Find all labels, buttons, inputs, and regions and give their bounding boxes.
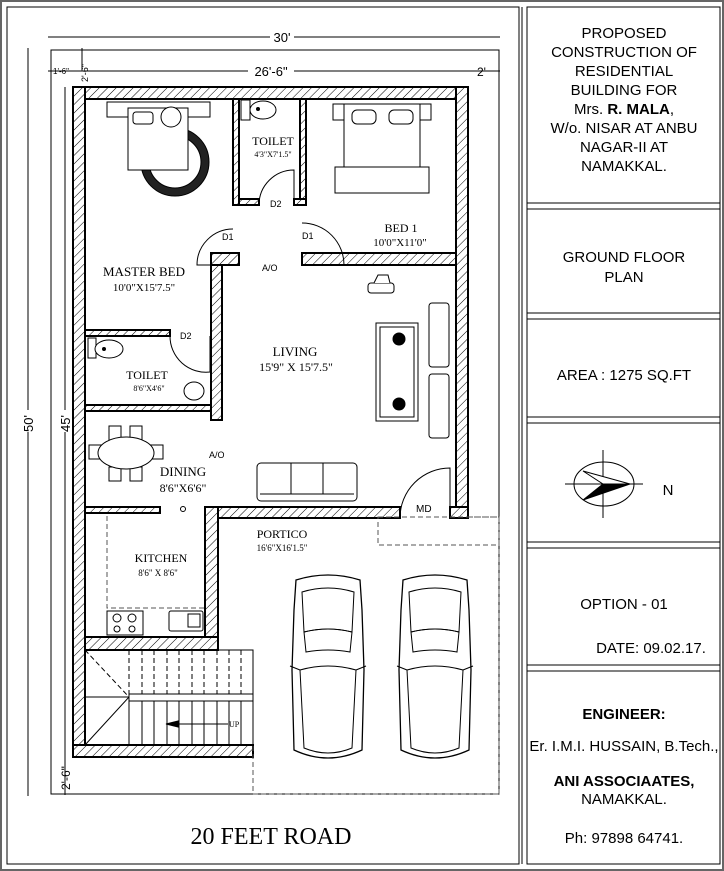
door-label: D2 [270, 199, 282, 209]
plan-title: GROUND FLOOR [563, 249, 686, 266]
firm-name: ANI ASSOCIAATES, [554, 773, 695, 790]
room-name: PORTICO [257, 527, 308, 541]
site-boundary [50, 49, 500, 795]
furniture [87, 99, 450, 636]
owner-line: Mrs. R. MALA, [574, 101, 674, 118]
stair-up-label: UP [229, 720, 240, 729]
side-sofa-icon [428, 302, 450, 439]
car-icon-1 [289, 574, 367, 759]
room-name: MASTER BED [103, 264, 185, 279]
engineer-heading: ENGINEER: [582, 706, 665, 723]
room-size: 15'9" X 15'7.5" [259, 360, 333, 374]
dim-overall-length: 50' [21, 415, 36, 432]
car-icon-2 [396, 574, 474, 759]
option-label: OPTION - 01 [580, 596, 668, 613]
dim-overall-width: 30' [274, 30, 291, 45]
drawing-frame [6, 6, 520, 865]
area-label: AREA : 1275 SQ.FT [557, 367, 691, 384]
room-name: BED 1 [385, 221, 418, 235]
toilet-icon-1 [240, 99, 277, 121]
master-bed-icon [106, 101, 211, 197]
door-labels: D1 D1 D2 D2 A/O A/O MD [180, 199, 432, 515]
north-label: N [663, 482, 674, 499]
sink-icon [168, 610, 204, 632]
dim-bottom-setback: 2'-6" [59, 766, 73, 790]
dim-right-setback: 2' [477, 65, 486, 79]
room-size: 8'6"X4'6" [133, 384, 164, 393]
bed-1-icon [332, 103, 432, 194]
engineer-name: Er. I.M.I. HUSSAIN, B.Tech., [529, 738, 718, 755]
door-label: D1 [222, 232, 234, 242]
dim-building-width: 26'-6" [254, 64, 288, 79]
project-line: RESIDENTIAL [575, 63, 673, 80]
firm-city: NAMAKKAL. [581, 791, 667, 808]
project-line: PROPOSED [581, 25, 666, 42]
door-label: D1 [302, 231, 314, 241]
room-size: 4'3"X7'1.5" [254, 150, 291, 159]
room-size: 8'6" X 8'6" [138, 568, 178, 578]
phone-number: Ph: 97898 64741. [565, 830, 683, 847]
door-label: A/O [209, 450, 225, 460]
stove-icon [106, 610, 144, 636]
room-name: TOILET [126, 368, 168, 382]
road-label: 20 FEET ROAD [191, 824, 352, 850]
doors [169, 169, 451, 519]
address-line: NAMAKKAL. [581, 158, 667, 175]
room-name: KITCHEN [135, 551, 188, 565]
room-size: 10'0"X15'7.5" [113, 282, 175, 294]
door-label: A/O [262, 263, 278, 273]
project-line: CONSTRUCTION OF [551, 44, 697, 61]
date-label: DATE: 09.02.17. [596, 640, 706, 657]
walls [72, 86, 469, 758]
room-size: 16'6"X16'1.5" [257, 543, 308, 553]
dining-table-icon [88, 425, 164, 482]
title-block-frame [526, 6, 721, 865]
room-name: LIVING [273, 344, 318, 359]
sofa-icon [256, 462, 358, 502]
room-size: 8'6"X6'6" [160, 481, 207, 495]
dim-building-length: 45' [58, 415, 73, 432]
center-table-icon [375, 322, 419, 422]
north-arrow-icon [565, 450, 643, 518]
room-labels: MASTER BED 10'0"X15'7.5" TOILET 4'3"X7'1… [103, 134, 427, 578]
dim-left-setback: 1'-6" [53, 67, 69, 76]
room-size: 10'0"X11'0" [373, 237, 426, 249]
address-line: NAGAR-II AT [580, 139, 668, 156]
room-name: TOILET [252, 134, 294, 148]
plan-title: PLAN [604, 269, 643, 286]
room-name: DINING [160, 464, 206, 479]
project-line: BUILDING FOR [571, 82, 678, 99]
staircase [84, 649, 254, 746]
door-label: D2 [180, 331, 192, 341]
title-block: PROPOSED CONSTRUCTION OF RESIDENTIAL BUI… [527, 25, 720, 847]
address-line: W/o. NISAR AT ANBU [551, 120, 698, 137]
toilet-icon-2 [87, 337, 205, 401]
door-label: MD [416, 504, 432, 515]
dim-top-setback: 2'-6" [80, 64, 90, 82]
tv-icon [367, 274, 395, 294]
